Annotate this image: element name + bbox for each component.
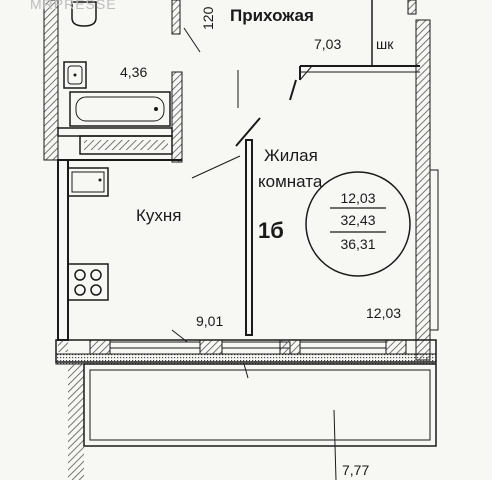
door-swings <box>171 27 313 353</box>
bathroom-area: 4,36 <box>120 64 148 80</box>
closet-label: шк <box>376 36 394 52</box>
bathroom-fixtures <box>63 1 171 127</box>
balcony-dimension: 7,77 <box>342 462 370 478</box>
balcony-outline <box>68 363 437 480</box>
facade-wall <box>55 339 437 379</box>
living-room-area: 12,03 <box>366 305 402 321</box>
exterior-wall-left <box>43 0 69 352</box>
apartment-type: 1б <box>258 218 284 243</box>
kitchen-fixtures <box>67 167 109 301</box>
living-room-name-line2: комната <box>258 172 323 191</box>
corridor-area: 7,03 <box>314 36 342 52</box>
hallway-dimension: 120 <box>200 6 216 30</box>
circle-total-with-balcony: 36,31 <box>340 236 376 252</box>
living-room-name-line1: Жилая <box>264 146 318 165</box>
kitchen-name: Кухня <box>136 206 182 225</box>
kitchen-area: 9,01 <box>196 313 224 329</box>
watermark: MRPRESSE <box>30 0 117 12</box>
circle-living-area: 12,03 <box>340 190 376 206</box>
hallway-name: Прихожая <box>230 6 314 25</box>
area-circle <box>305 171 411 277</box>
circle-total-area: 32,43 <box>340 212 376 228</box>
